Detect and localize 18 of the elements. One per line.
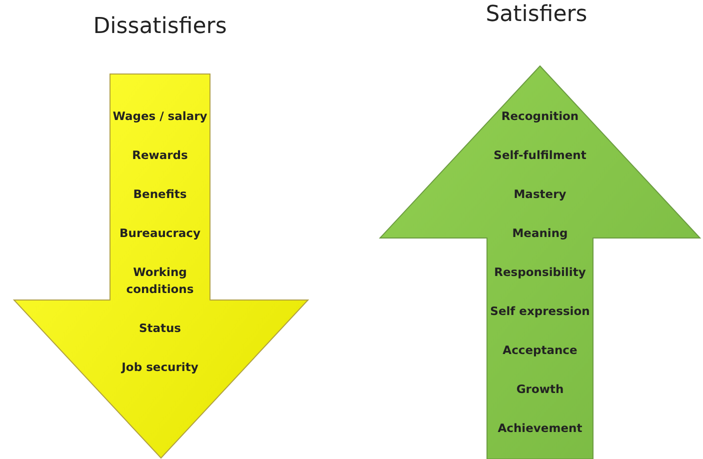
heading: Dissatisfiers xyxy=(92,14,228,39)
heading: Satisfiers xyxy=(484,2,588,27)
list-item: Job security xyxy=(122,359,198,376)
list-item: Working conditions xyxy=(125,264,195,298)
list-item: Self-fulfilment xyxy=(494,147,586,164)
list-item: Growth xyxy=(516,381,564,398)
list-item: Acceptance xyxy=(502,342,578,359)
list-item: Recognition xyxy=(501,108,579,125)
list-item: Rewards xyxy=(132,147,188,164)
list-item: Responsibility xyxy=(494,264,586,281)
list-item: Meaning xyxy=(512,225,568,242)
list-item: Benefits xyxy=(133,186,187,203)
list-item: Status xyxy=(138,320,182,337)
list-item: Wages / salary xyxy=(112,108,208,125)
list-item: Achievement xyxy=(498,420,582,437)
list-item: Self expression xyxy=(490,303,590,320)
list-item: Mastery xyxy=(514,186,566,203)
list-item: Bureaucracy xyxy=(120,225,200,242)
